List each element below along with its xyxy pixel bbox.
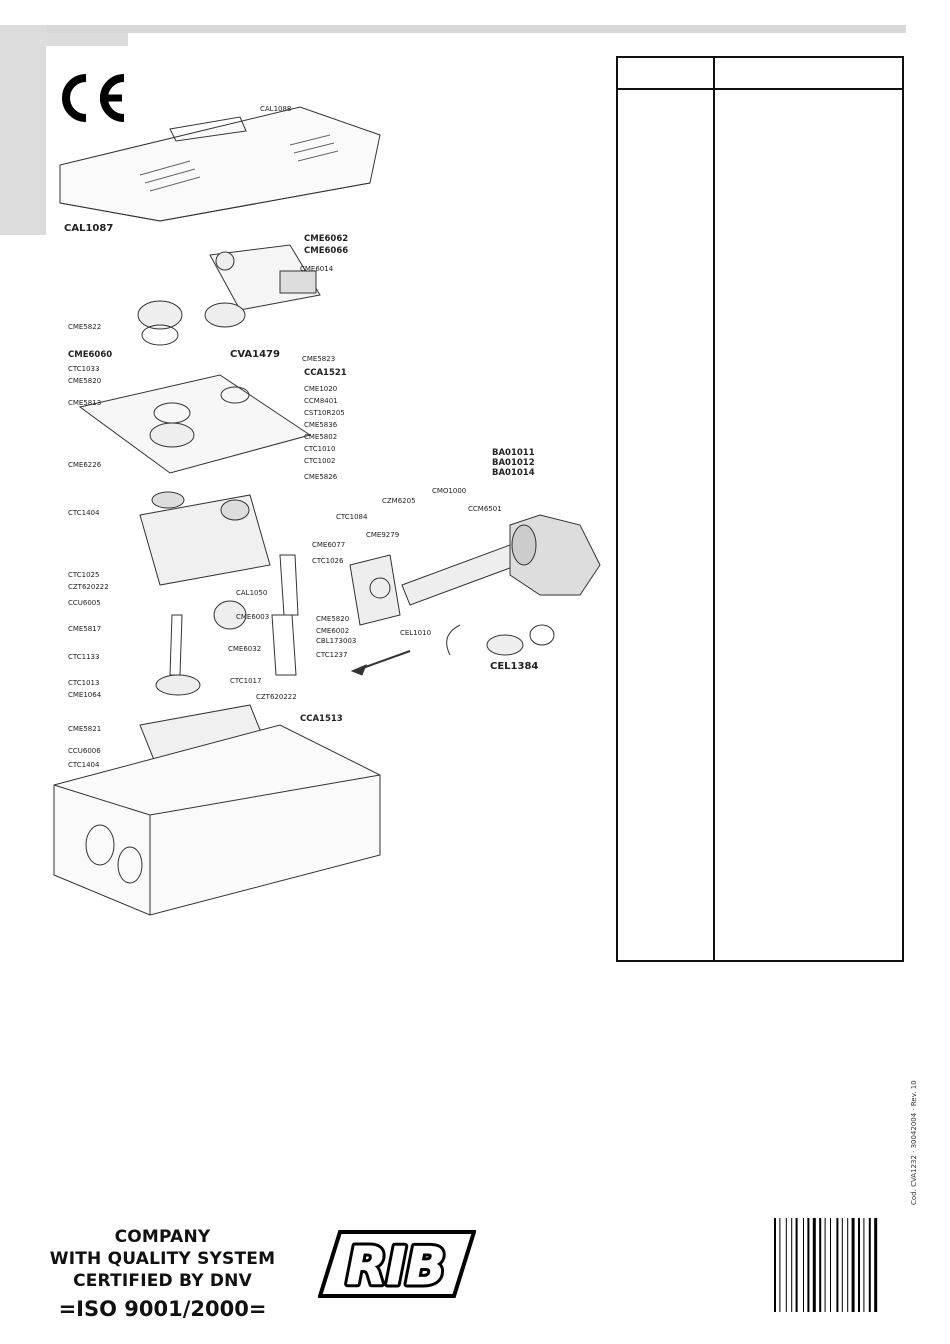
exploded-parts-diagram: CAL1088 CAL1087 CME6062 CME6066 CME6014 … — [53, 105, 601, 916]
part-label: CTC1033 — [68, 365, 99, 373]
part-label: CME5823 — [302, 355, 335, 363]
part-label: CBL173003 — [316, 637, 356, 645]
part-label: CME5826 — [304, 473, 338, 481]
part-label: BA01012 — [492, 458, 535, 468]
part-label: CME5820 — [68, 377, 101, 385]
part-label: CMO1000 — [432, 487, 466, 495]
part-label: CME5813 — [68, 399, 101, 407]
part-label: CME1064 — [68, 691, 102, 699]
part-label: CTC1013 — [68, 679, 99, 687]
part-label: CEL1010 — [400, 629, 431, 637]
part-label: CEL1384 — [490, 661, 538, 672]
part-label: CCM8401 — [304, 397, 338, 405]
part-label: CAL1088 — [260, 105, 291, 113]
svg-text:RIB: RIB — [346, 1237, 445, 1297]
quality-line-2: WITH QUALITY SYSTEM — [49, 1249, 276, 1269]
part-label: CTC1404 — [68, 761, 100, 769]
part-label: CME5820 — [316, 615, 349, 623]
part-label: CME6060 — [68, 350, 112, 360]
part-label: BA01014 — [492, 468, 535, 478]
barcode — [774, 1218, 878, 1312]
part-label: CST10R205 — [304, 409, 345, 417]
part-label: CVA1479 — [230, 349, 280, 360]
part-label: CME5836 — [304, 421, 338, 429]
part-label: CTC1084 — [336, 513, 368, 521]
part-label: CME6062 — [304, 234, 348, 244]
part-label: CAL1087 — [64, 223, 113, 234]
part-label: CTC1133 — [68, 653, 99, 661]
part-label: CTC1002 — [304, 457, 335, 465]
part-label: CAL1050 — [236, 589, 267, 597]
part-label: CME6226 — [68, 461, 102, 469]
part-label: CME5822 — [68, 323, 101, 331]
parts-table — [616, 56, 904, 962]
document-code: Cod. CVA1232 · 30042004 · Rev. 10 — [880, 1070, 940, 1205]
part-label: CME6077 — [312, 541, 345, 549]
part-label: CCM6501 — [468, 505, 502, 513]
iso-certification: =ISO 9001/2000= — [58, 1297, 267, 1321]
part-label: CTC1404 — [68, 509, 100, 517]
parts-table-header — [618, 58, 902, 90]
part-label: CZT620222 — [256, 693, 297, 701]
rib-logo: RIB RIB — [318, 1230, 476, 1300]
side-tab — [0, 25, 46, 235]
document-code-text: Cod. CVA1232 · 30042004 · Rev. 10 — [910, 1080, 918, 1205]
svg-text:RIB: RIB — [346, 1237, 445, 1297]
parts-table-divider — [713, 58, 715, 960]
quality-line-3: CERTIFIED BY DNV — [73, 1271, 252, 1291]
header-rule — [46, 25, 906, 33]
part-label: CTC1026 — [312, 557, 344, 565]
part-label: CCU6005 — [68, 599, 101, 607]
ce-mark-icon — [62, 74, 125, 122]
part-label: CME5817 — [68, 625, 101, 633]
part-label: CZM6205 — [382, 497, 416, 505]
part-label: CME6003 — [236, 613, 269, 621]
quality-line-1: COMPANY — [114, 1227, 211, 1247]
part-label: CME5802 — [304, 433, 337, 441]
part-label: CME6066 — [304, 246, 348, 256]
part-label: CCA1513 — [300, 714, 343, 724]
part-label: CCU6006 — [68, 747, 101, 755]
part-label: CTC1017 — [230, 677, 261, 685]
part-label: CME5821 — [68, 725, 101, 733]
part-label: CTC1237 — [316, 651, 347, 659]
side-tab-notch — [46, 33, 128, 46]
part-label: CME1020 — [304, 385, 337, 393]
part-label: CME6014 — [300, 265, 334, 273]
part-label: CZT620222 — [68, 583, 109, 591]
part-label: CME9279 — [366, 531, 399, 539]
quality-certification: COMPANY WITH QUALITY SYSTEM CERTIFIED BY… — [40, 1226, 285, 1324]
part-label: CME6032 — [228, 645, 261, 653]
part-label: CME6002 — [316, 627, 349, 635]
part-label: CTC1010 — [304, 445, 335, 453]
part-label: CTC1025 — [68, 571, 99, 579]
part-label: BA01011 — [492, 448, 535, 458]
part-label: CCA1521 — [304, 368, 347, 378]
